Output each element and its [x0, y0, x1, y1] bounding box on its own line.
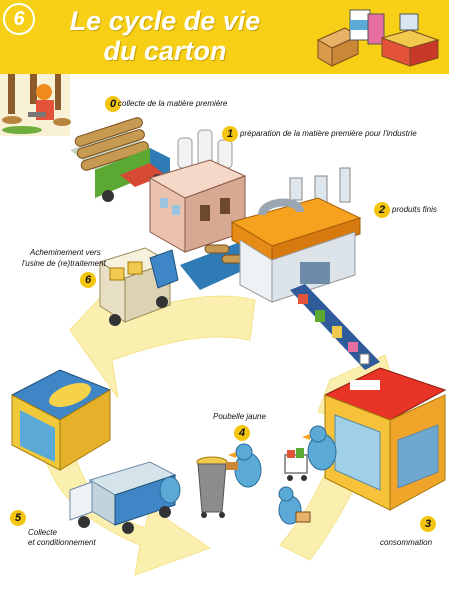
bird-shoppers: [284, 425, 337, 481]
step-3-number: 3: [420, 516, 436, 532]
step-3-label: consommation: [380, 538, 433, 547]
step-5-number: 5: [10, 510, 26, 526]
page-title-line1: Le cycle de vie: [69, 6, 261, 36]
yellow-bin-scene: [196, 443, 311, 525]
step-6-label-line1: Acheminement vers: [30, 248, 101, 257]
step-5-label-line1: Collecte: [28, 528, 57, 537]
step-4-label: Poubelle jaune: [213, 412, 266, 421]
chapter-number-badge: 6: [3, 3, 35, 35]
step-6-label-line2: l'usine de (re)traitement: [22, 259, 106, 268]
supermarket-store: [323, 367, 447, 511]
products-conveyor: [290, 284, 380, 370]
step-0-number: 0: [105, 96, 121, 112]
step-2-number: 2: [374, 202, 390, 218]
step-1-number: 1: [222, 126, 238, 142]
recycling-center: [10, 369, 112, 471]
cardboard-boxes-icon: [316, 9, 440, 67]
step-2-label: produits finis: [392, 205, 437, 214]
step-5-label-line2: et conditionnement: [28, 538, 96, 547]
step-6-number: 6: [80, 272, 96, 288]
step-4-number: 4: [234, 425, 250, 441]
collection-truck: [69, 461, 181, 534]
delivery-truck: [98, 247, 179, 326]
packaging-factory: [230, 167, 362, 303]
step-0-label: collecte de la matière première: [118, 99, 228, 108]
log-truck: [70, 117, 170, 202]
forest-logging-scene: [0, 74, 71, 136]
page-title-line2: du carton: [103, 36, 227, 66]
step-1-label: préparation de la matière première pour …: [240, 129, 417, 138]
